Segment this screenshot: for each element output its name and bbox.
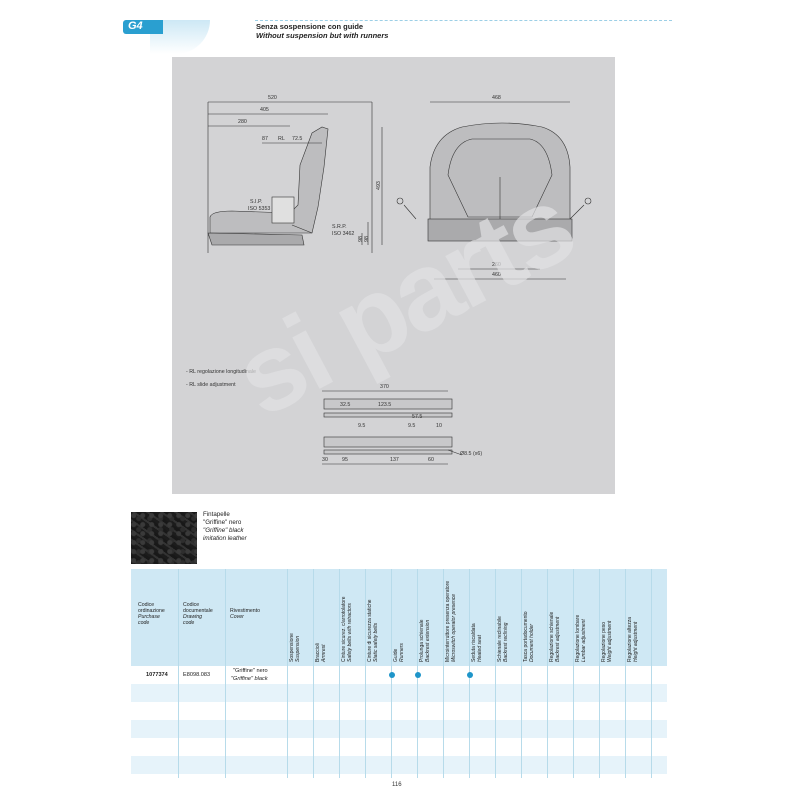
cover-en: "Griffine" black bbox=[231, 676, 268, 682]
dim-520: 520 bbox=[268, 95, 277, 101]
column-divider bbox=[651, 569, 652, 778]
table-row bbox=[131, 702, 667, 720]
dim-runner-137: 137 bbox=[390, 457, 399, 463]
column-divider bbox=[225, 569, 226, 778]
dim-runner-9-5b: 9.5 bbox=[408, 423, 415, 429]
column-divider bbox=[599, 569, 600, 778]
column-divider bbox=[495, 569, 496, 778]
section-code: G4 bbox=[128, 20, 143, 32]
page-number: 116 bbox=[392, 782, 402, 788]
column-divider bbox=[521, 569, 522, 778]
leather-swatch-image bbox=[131, 512, 197, 564]
table-row bbox=[131, 666, 667, 684]
note-rl-english: - RL slide adjustment bbox=[186, 382, 236, 388]
dim-runner-60: 60 bbox=[428, 457, 434, 463]
drawing-code: E8098.083 bbox=[183, 672, 211, 678]
included-dot-static-belts bbox=[389, 672, 395, 678]
table-row bbox=[131, 684, 667, 702]
dim-468: 468 bbox=[492, 95, 501, 101]
dim-460: 460 bbox=[492, 272, 501, 278]
dim-runner-370: 370 bbox=[380, 384, 389, 390]
label-sip: S.I.P. bbox=[250, 199, 262, 205]
dim-72-5: 72.5 bbox=[292, 136, 302, 142]
label-iso3462: ISO 3462 bbox=[332, 231, 354, 237]
column-divider bbox=[313, 569, 314, 778]
dim-runner-10: 10 bbox=[436, 423, 442, 429]
included-dot-runners bbox=[415, 672, 421, 678]
column-divider bbox=[443, 569, 444, 778]
dim-98b: 98 bbox=[358, 236, 364, 242]
dim-405: 405 bbox=[260, 107, 269, 113]
title-english: Without suspension but with runners bbox=[256, 31, 389, 40]
section-tag bbox=[123, 20, 163, 34]
cover-it: "Griffine" nero bbox=[233, 668, 268, 674]
swatch-type-en: imitation leather bbox=[203, 535, 247, 542]
swatch-material: Fintapelle bbox=[203, 511, 230, 518]
hole-label: Ø8.5 (x6) bbox=[460, 451, 482, 457]
technical-drawing-panel: 520 405 280 87 RL 72.5 493 98 98 S.I.P. … bbox=[172, 57, 615, 494]
dim-runner-95: 95 bbox=[342, 457, 348, 463]
note-rl-italian: - RL regolazione longitudinale bbox=[186, 369, 256, 375]
table-row bbox=[131, 756, 667, 774]
dim-98a: 98 bbox=[364, 236, 370, 242]
label-srp: S.R.P. bbox=[332, 224, 347, 230]
label-iso5353: ISO 5353 bbox=[248, 206, 270, 212]
swatch-name-it: "Griffine" nero bbox=[203, 519, 242, 526]
header-rule bbox=[255, 20, 672, 22]
table-row bbox=[131, 738, 667, 756]
column-divider bbox=[625, 569, 626, 778]
title-italian: Senza sospensione con guide bbox=[256, 22, 364, 31]
dim-rl: RL bbox=[278, 136, 285, 142]
dim-493: 493 bbox=[376, 181, 382, 190]
swatch-name-en: "Griffine" black bbox=[203, 527, 244, 534]
column-divider bbox=[365, 569, 366, 778]
column-divider bbox=[287, 569, 288, 778]
table-row bbox=[131, 720, 667, 738]
dim-runner-32-5: 32.5 bbox=[340, 402, 350, 408]
dim-87: 87 bbox=[262, 136, 268, 142]
column-divider bbox=[178, 569, 179, 778]
dim-runner-30: 30 bbox=[322, 457, 328, 463]
dim-runner-123-5: 123.5 bbox=[378, 402, 391, 408]
dim-runner-57-5: 57.5 bbox=[412, 414, 422, 420]
table-header-background bbox=[131, 569, 667, 666]
dim-260: 260 bbox=[492, 262, 501, 268]
dim-280: 280 bbox=[238, 119, 247, 125]
included-dot-microswitch bbox=[467, 672, 473, 678]
seat-drawing: 520 405 280 87 RL 72.5 493 98 98 S.I.P. … bbox=[186, 95, 592, 465]
purchase-code: 1077374 bbox=[146, 672, 168, 678]
dim-runner-9-5a: 9.5 bbox=[358, 423, 365, 429]
column-divider bbox=[573, 569, 574, 778]
column-divider bbox=[547, 569, 548, 778]
column-divider bbox=[339, 569, 340, 778]
